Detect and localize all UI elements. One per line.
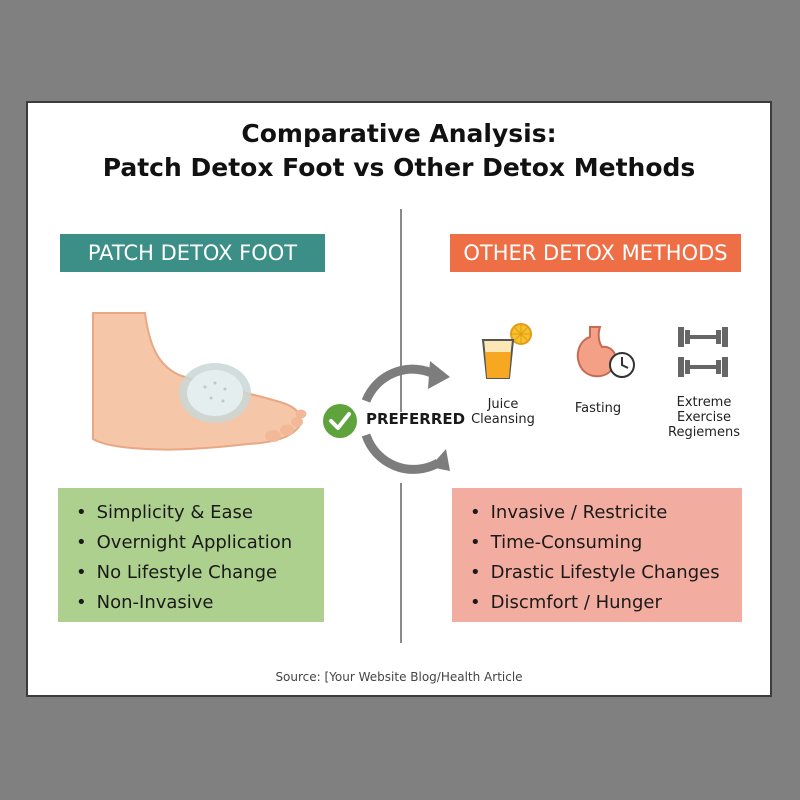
other-methods-heading: OTHER DETOX METHODS (450, 234, 741, 272)
method-juice-cleansing: Juice Cleansing (471, 397, 535, 427)
method-fasting: Fasting (574, 401, 622, 416)
page-title: Comparative Analysis: Patch Detox Foot v… (28, 117, 770, 185)
drawback-item: Invasive / Restricite (476, 498, 742, 528)
juice-glass-icon (481, 323, 532, 379)
drawback-item: Discmfort / Hunger (476, 588, 742, 618)
dumbbell-icon (678, 327, 728, 377)
cycle-arrows-icon (361, 361, 450, 474)
benefit-item: Non-Invasive (82, 588, 324, 618)
benefit-item: No Lifestyle Change (82, 558, 324, 588)
infographic-card: Comparative Analysis: Patch Detox Foot v… (26, 101, 772, 697)
title-line-2: Patch Detox Foot vs Other Detox Methods (102, 153, 696, 182)
title-line-1: Comparative Analysis: (241, 119, 557, 148)
foot-with-patch-icon (92, 312, 307, 451)
other-methods-drawbacks-box: Invasive / Restricite Time-Consuming Dra… (452, 488, 742, 622)
method-extreme-exercise: Extreme Exercise Regiemens (668, 395, 740, 440)
checkmark-icon (323, 404, 357, 438)
stomach-clock-icon (576, 326, 635, 378)
patch-detox-heading: PATCH DETOX FOOT (60, 234, 325, 272)
patch-benefits-box: Simplicity & Ease Overnight Application … (58, 488, 324, 622)
preferred-label: PREFERRED (366, 410, 466, 428)
drawback-item: Time-Consuming (476, 528, 742, 558)
drawback-item: Drastic Lifestyle Changes (476, 558, 742, 588)
center-divider-top (400, 209, 402, 412)
benefit-item: Overnight Application (82, 528, 324, 558)
center-divider-bottom (400, 483, 402, 643)
benefit-item: Simplicity & Ease (82, 498, 324, 528)
source-caption: Source: [Your Website Blog/Health Articl… (275, 670, 523, 684)
